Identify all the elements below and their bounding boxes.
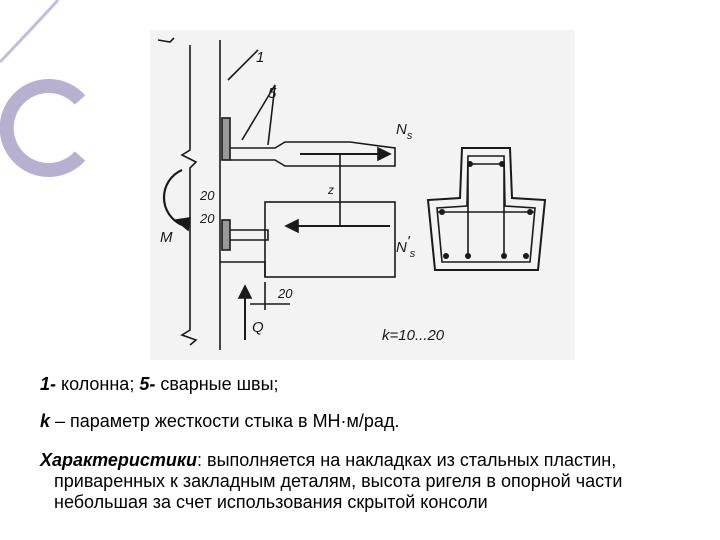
characteristics-text-3: небольшая за счет использования скрытой … — [54, 492, 488, 512]
label-shear: Q — [252, 319, 264, 336]
label-k-range: k=10...20 — [382, 327, 445, 344]
characteristics-label: Характеристики — [40, 450, 198, 470]
section-inner — [436, 155, 536, 263]
legend-num-5: 5- — [139, 374, 156, 394]
label-z: z — [327, 183, 334, 197]
characteristics-text-2: приваренных к закладным деталям, высота … — [54, 471, 623, 491]
top-plate — [221, 117, 231, 161]
k-symbol: k — [40, 411, 51, 431]
moment-arrowhead — [174, 217, 191, 232]
dim-20-c: 20 — [277, 286, 293, 301]
dim-20-b: 20 — [199, 211, 215, 226]
moment-arc — [162, 168, 183, 227]
caption-k: k – параметр жесткости стыка в МН·м/рад. — [40, 411, 399, 432]
k-description: – параметр жесткости стыка в МН·м/рад. — [50, 411, 400, 431]
hidden-console — [220, 261, 266, 277]
rebar-5 — [443, 253, 449, 259]
column-top-break — [157, 37, 175, 43]
bottom-plate — [221, 219, 231, 251]
slide-decoration — [0, 0, 86, 177]
nsp-arrowhead — [284, 218, 299, 234]
column-leader — [227, 49, 259, 81]
label-ns: Ns — [396, 121, 413, 142]
rebar-1 — [467, 161, 473, 167]
label-welds: 5 — [268, 85, 277, 102]
label-moment: M — [160, 229, 173, 246]
deco-arc-top — [0, 0, 60, 64]
top-splice — [230, 141, 396, 167]
weld-leader-1 — [241, 84, 276, 141]
column-break-line — [180, 45, 198, 346]
beam — [264, 201, 396, 278]
deco-circle — [0, 79, 86, 177]
joint-drawing: 1 5 Ns N's M Q z 20 20 20 k=10...20 — [150, 30, 575, 360]
rebar-6 — [465, 253, 471, 259]
characteristics-text-1: : выполняется на накладках из стальных п… — [197, 450, 617, 470]
legend-text-1: колонна; — [56, 374, 140, 394]
ns-arrowhead — [377, 146, 392, 162]
caption-legend: 1- колонна; 5- сварные швы; — [40, 374, 279, 395]
label-nsp: N's — [396, 233, 416, 260]
legend-num-1: 1- — [40, 374, 57, 394]
rebar-2 — [499, 161, 505, 167]
section-outline — [426, 147, 547, 271]
label-column: 1 — [256, 49, 264, 66]
rebar-7 — [501, 253, 507, 259]
bottom-splice — [230, 229, 269, 241]
legend-text-5: сварные швы; — [155, 374, 279, 394]
weld-leader-2 — [267, 84, 276, 146]
caption-characteristics: Характеристики: выполняется на накладках… — [40, 450, 700, 513]
dim-20-a: 20 — [199, 188, 215, 203]
rebar-4 — [527, 209, 533, 215]
rebar-3 — [439, 209, 445, 215]
rebar-8 — [523, 253, 529, 259]
q-arrowhead — [237, 284, 253, 299]
